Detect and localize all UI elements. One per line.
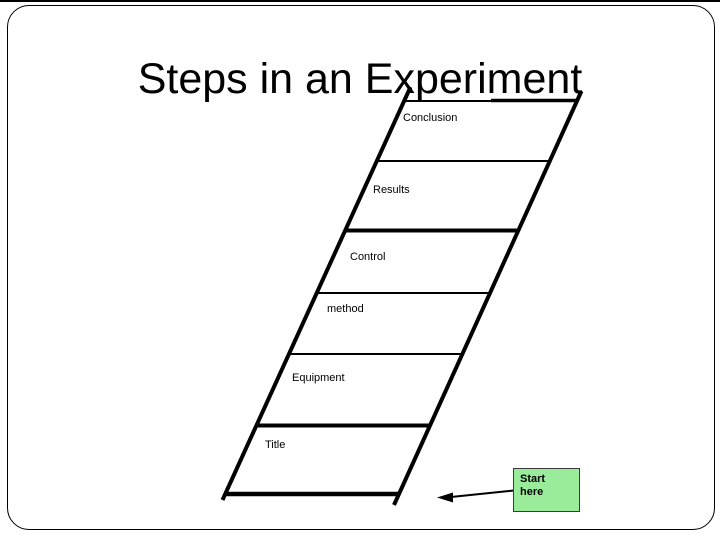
start-here-box: Start here [513, 468, 580, 512]
ladder-step-label-control: Control [350, 251, 386, 263]
ladder-step-label-results: Results [373, 184, 410, 196]
ladder-step-label-equipment: Equipment [292, 372, 345, 384]
ladder-step-label-title: Title [265, 439, 286, 451]
ladder-right-rail [392, 90, 584, 506]
start-arrow-head-icon [437, 492, 453, 503]
ladder-left-rail [220, 86, 413, 501]
slide-title: Steps in an Experiment [137, 54, 583, 103]
start-here-label: Start here [520, 473, 546, 498]
ladder-step-label-conclusion: Conclusion [403, 112, 458, 124]
slide-rounded-border [7, 5, 715, 530]
ladder-step-label-method: method [327, 303, 364, 315]
slide-top-edge-line [0, 0, 720, 2]
start-arrow-line [450, 489, 515, 498]
